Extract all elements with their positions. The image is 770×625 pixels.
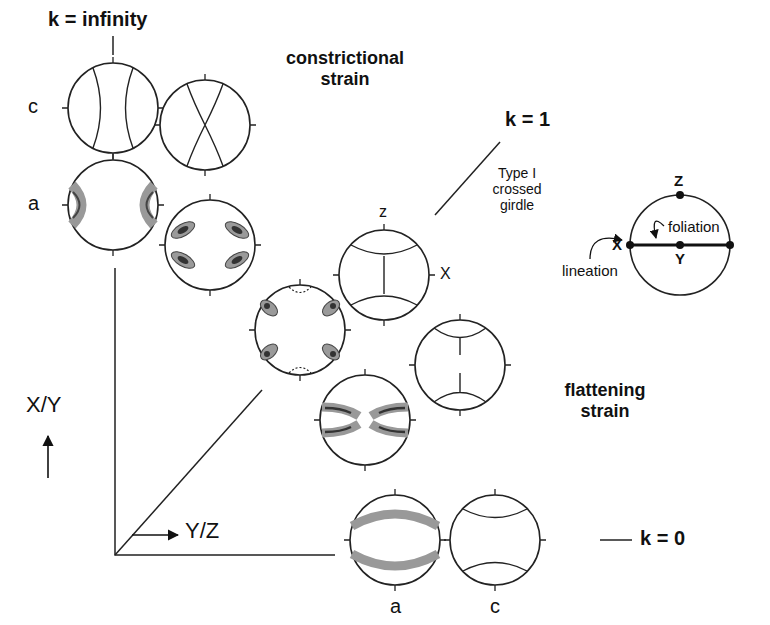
k-line bbox=[115, 390, 262, 555]
stereonet bbox=[159, 194, 261, 296]
k-line bbox=[435, 142, 500, 215]
axis-letter: a bbox=[390, 595, 401, 618]
axis-arrow bbox=[132, 534, 178, 536]
fabric-type: Type I crossed girdle bbox=[482, 165, 552, 213]
axis-title: Y/Z bbox=[185, 518, 219, 543]
axis-letter: Y bbox=[675, 250, 685, 267]
stereonet bbox=[444, 489, 546, 591]
stereonet bbox=[154, 74, 256, 176]
axis-title: X/Y bbox=[26, 392, 61, 417]
axis-letter: Z bbox=[674, 172, 683, 189]
axis-letter: X bbox=[440, 265, 451, 283]
axis-arrow bbox=[47, 436, 49, 478]
k-value: k = infinity bbox=[48, 8, 147, 31]
axis-letter: X bbox=[612, 236, 622, 253]
stereonet bbox=[344, 489, 446, 591]
axis-letter: z bbox=[379, 203, 387, 221]
k-line bbox=[112, 36, 114, 55]
field-label: flattening strain bbox=[545, 380, 665, 421]
k-value: k = 1 bbox=[505, 108, 550, 131]
line-label: lineation bbox=[562, 262, 618, 279]
k-value: k = 0 bbox=[640, 527, 685, 550]
stereonet bbox=[314, 369, 416, 471]
stereonet bbox=[409, 314, 511, 416]
k-line bbox=[600, 539, 632, 541]
stereonet bbox=[62, 57, 164, 159]
axis-letter: c bbox=[28, 95, 38, 118]
plane-label: foliation bbox=[668, 218, 720, 235]
reference-net bbox=[590, 191, 734, 295]
stereonet bbox=[249, 279, 351, 381]
field-label: constrictional strain bbox=[270, 48, 420, 89]
stereonet bbox=[62, 154, 164, 256]
axis-letter: c bbox=[490, 595, 500, 618]
axis-letter: a bbox=[28, 192, 39, 215]
stereonet bbox=[333, 224, 435, 326]
